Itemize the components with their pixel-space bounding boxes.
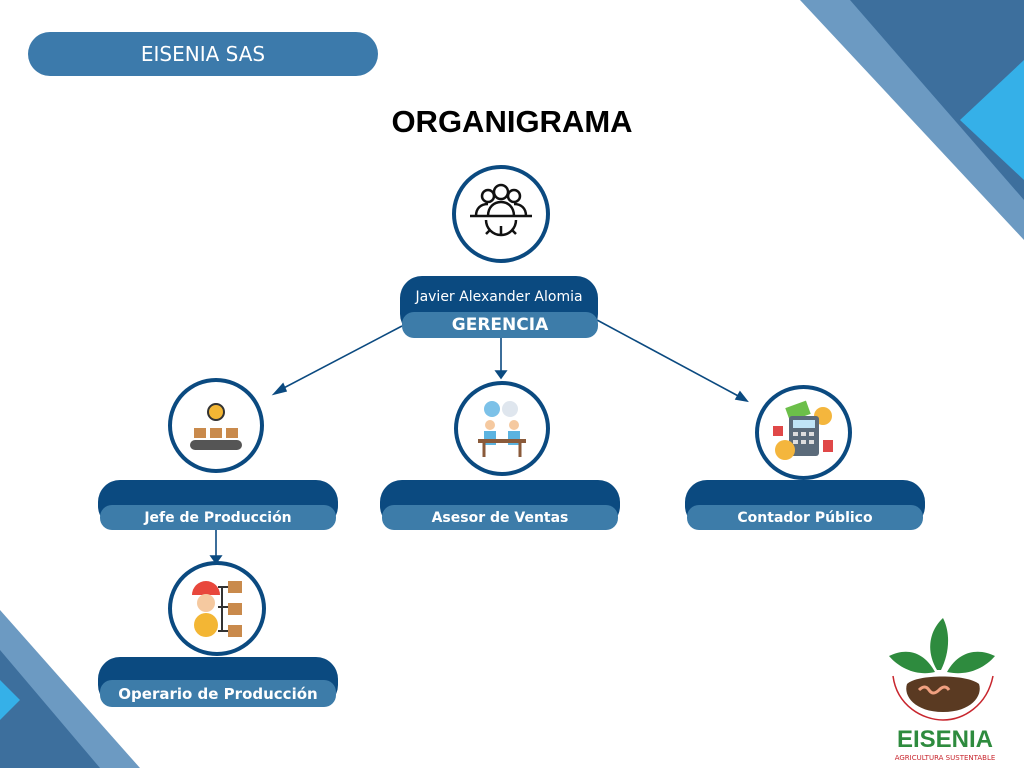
team-gear-icon — [452, 165, 550, 263]
sales-meeting-icon — [454, 381, 550, 476]
asesor-ventas-label: Asesor de Ventas — [382, 505, 618, 530]
worker-boxes-icon — [168, 561, 266, 656]
calculator-money-icon — [755, 385, 852, 480]
jefe-produccion-label: Jefe de Producción — [100, 505, 336, 530]
connector-lines — [209, 319, 749, 565]
company-header: EISENIA SAS — [28, 32, 378, 76]
leaves-hands-icon — [889, 618, 995, 721]
page-title: ORGANIGRAMA — [391, 104, 633, 139]
manager-name: Javier Alexander Alomia — [415, 289, 583, 305]
eisenia-logo: EISENIA AGRICULTURA SUSTENTABLE — [885, 610, 1005, 766]
gerencia-role: GERENCIA — [402, 312, 598, 338]
logo-tagline: AGRICULTURA SUSTENTABLE — [894, 754, 996, 762]
logo-name: EISENIA — [896, 726, 994, 753]
operario-label: Operario de Producción — [100, 680, 336, 707]
production-line-icon — [168, 378, 264, 473]
contador-label: Contador Público — [687, 505, 923, 530]
